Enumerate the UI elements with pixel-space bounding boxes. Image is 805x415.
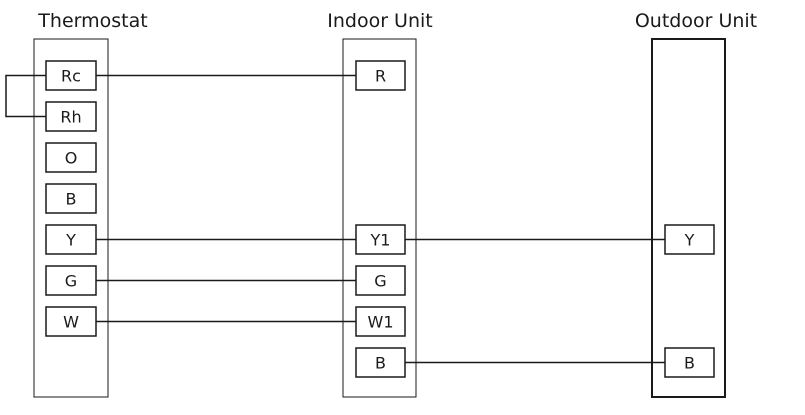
thermostat-terminal-w [45,306,97,337]
thermostat-title: Thermostat [37,10,147,32]
thermostat-terminal-g [45,265,97,296]
indoor-unit-title: Indoor Unit [327,10,432,32]
indoor-terminal-label-r: R [375,67,386,86]
outdoor-terminal-label-b: B [684,354,695,373]
thermostat-terminal-y [45,224,97,255]
thermostat-terminal-rh [45,101,97,132]
thermostat-terminal-label-rh: Rh [60,108,81,127]
outdoor-terminal-label-y: Y [684,231,695,250]
indoor-terminal-label-b: B [375,354,386,373]
jumper-wire-rc-rh [5,74,46,118]
indoor-terminal-label-w1: W1 [368,313,394,332]
thermostat-terminal-label-g: G [65,272,77,291]
outdoor-terminal-b [664,347,715,378]
indoor-terminal-r [355,60,406,91]
wires [5,74,665,364]
indoor-unit-panel [342,38,417,398]
outdoor-terminal-y [664,224,715,255]
thermostat-panel [33,38,109,398]
thermostat-terminal-label-y: Y [65,231,76,250]
outdoor-unit-panel [651,38,726,398]
thermostat-terminal-label-rc: Rc [61,67,81,86]
thermostat-terminal-b [45,183,97,214]
thermostat-terminal-label-w: W [63,313,79,332]
indoor-terminal-y1 [355,224,406,255]
thermostat-terminal-label-o: O [65,149,78,168]
indoor-terminal-label-g: G [374,272,386,291]
outdoor-unit-title: Outdoor Unit [635,10,757,32]
indoor-terminal-label-y1: Y1 [370,231,391,250]
thermostat-terminal-label-b: B [66,190,77,209]
thermostat-terminal-o [45,142,97,173]
indoor-terminal-g [355,265,406,296]
indoor-terminal-b [355,347,406,378]
thermostat-terminal-rc [45,60,97,91]
indoor-terminal-w1 [355,306,406,337]
